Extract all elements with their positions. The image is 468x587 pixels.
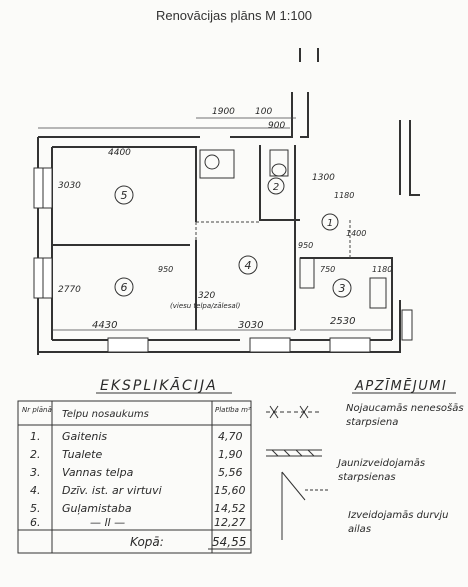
building-walls — [37, 48, 420, 355]
room-5-label: 5 — [121, 189, 128, 202]
dim-1300: 1300 — [312, 173, 335, 183]
explication-heading: EKSPLIKĀCIJA — [100, 377, 218, 394]
dim-100: 100 — [255, 107, 272, 117]
dim-1180: 1180 — [334, 191, 354, 200]
dim-3030b: 3030 — [238, 320, 263, 331]
row-area: 4,70 — [218, 430, 243, 443]
room-2-label: 2 — [273, 182, 279, 193]
row-name: Dzīv. ist. ar virtuvi — [62, 484, 162, 497]
demolition-lines — [195, 220, 351, 258]
room-markers — [114, 177, 352, 298]
dim-320: 320 — [198, 291, 215, 301]
plan-title: Renovācijas plāns M 1:100 — [155, 8, 313, 23]
row-area: 12,27 — [214, 516, 246, 529]
row-no: 1. — [30, 430, 41, 443]
room-4-label: 4 — [245, 259, 252, 272]
legend-symbol-door — [281, 471, 328, 540]
dimension-lines — [38, 117, 392, 331]
dim-1900: 1900 — [212, 107, 235, 117]
row-name: Tualete — [62, 448, 102, 461]
dim-4400: 4400 — [108, 148, 131, 158]
col-name-header: Telpu nosaukums — [62, 409, 149, 420]
row-name: — ll — — [90, 516, 125, 529]
dim-3030a: 3030 — [58, 181, 81, 191]
row-area: 5,56 — [218, 466, 243, 479]
dim-900: 900 — [268, 121, 285, 131]
dim-1400: 1400 — [346, 229, 366, 238]
legend-heading: APZĪMĒJUMI — [354, 379, 447, 394]
col-area-header: Platība m² — [215, 406, 251, 414]
dim-750: 750 — [320, 265, 335, 274]
windows — [33, 167, 413, 353]
dim-1180b: 1180 — [372, 265, 392, 274]
row-area: 15,60 — [214, 484, 246, 497]
row-no: 6. — [30, 516, 41, 529]
hatch-note: (viesu telpa/zālesal) — [170, 302, 241, 310]
fixtures — [199, 149, 387, 309]
row-area: 1,90 — [218, 448, 243, 461]
row-no: 2. — [30, 448, 41, 461]
dim-2530: 2530 — [330, 316, 355, 327]
row-area: 14,52 — [214, 502, 246, 515]
row-no: 5. — [30, 502, 41, 515]
row-no: 3. — [30, 466, 41, 479]
table-rows: 1. Gaitenis 4,70 2. Tualete 1,90 3. Vann… — [30, 430, 246, 529]
room-6-label: 6 — [121, 281, 128, 294]
dim-2770: 2770 — [58, 285, 81, 295]
explication-table — [17, 400, 252, 554]
room-3-label: 3 — [339, 282, 346, 295]
row-no: 4. — [30, 484, 41, 497]
dim-950b: 950 — [158, 265, 173, 274]
total-value: 54,55 — [212, 535, 246, 549]
row-name: Vannas telpa — [62, 466, 134, 479]
dim-950a: 950 — [298, 241, 313, 250]
row-name: Gaitenis — [62, 430, 107, 443]
legend-symbol-new-wall — [266, 449, 322, 457]
dim-4430: 4430 — [92, 320, 117, 331]
row-name: Guļamistaba — [62, 502, 132, 515]
room-1-label: 1 — [327, 218, 333, 229]
total-label: Kopā: — [130, 535, 164, 549]
legend-symbol-demolish — [266, 405, 322, 419]
col-no-header: Nr plānā — [22, 406, 52, 414]
